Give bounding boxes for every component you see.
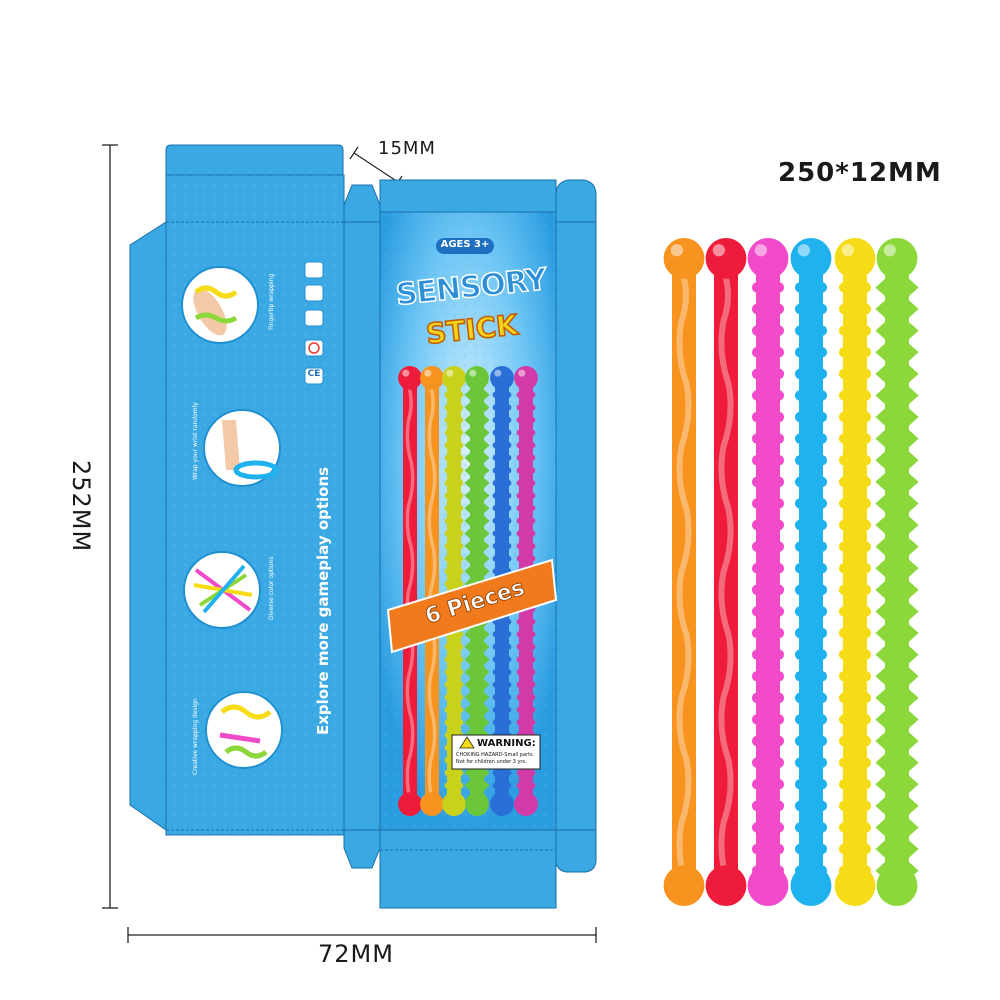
front-stick-1 <box>398 366 422 816</box>
cert-icons-column <box>304 261 324 385</box>
width-dimension-label: 72MM <box>318 940 394 968</box>
warning-text-line1: CHOKING HAZARD-Small parts. <box>456 752 535 758</box>
age-badge-bg <box>436 238 494 254</box>
flap-dimension-label: 15MM <box>378 138 436 159</box>
side-tagline: Explore more gameplay options <box>314 466 332 735</box>
front-stick-2 <box>420 366 444 816</box>
feature-caption-2: Wrap your wrist randomly <box>192 402 199 480</box>
width-dimension-line <box>127 927 597 943</box>
product-stick-1 <box>663 238 705 906</box>
feature-circle-1 <box>181 266 259 344</box>
product-stick-6 <box>875 238 919 906</box>
warning-text-line2: Not for children under 3 yrs. <box>456 759 527 765</box>
feature-circle-2 <box>203 409 281 487</box>
pieces-banner <box>386 558 558 654</box>
product-sticks <box>663 238 919 906</box>
age-badge: AGES 3+ <box>440 239 490 250</box>
product-stick-3 <box>747 238 789 906</box>
feature-caption-3: Diverse color options <box>268 556 275 620</box>
feature-caption-4: Creative wrapping design <box>192 698 199 775</box>
ce-mark: CE <box>307 369 321 379</box>
feature-circle-3 <box>183 551 261 629</box>
stick-size-label: 250*12MM <box>778 158 942 188</box>
product-stick-4 <box>790 238 832 906</box>
product-stick-5 <box>834 238 876 906</box>
feature-circle-4 <box>205 691 283 769</box>
warning-title: WARNING: <box>477 738 536 749</box>
product-stick-2 <box>705 238 747 906</box>
height-dimension-line <box>102 144 118 909</box>
feature-caption-1: Fingertip wrapping <box>268 273 275 330</box>
warning-box <box>451 734 541 770</box>
